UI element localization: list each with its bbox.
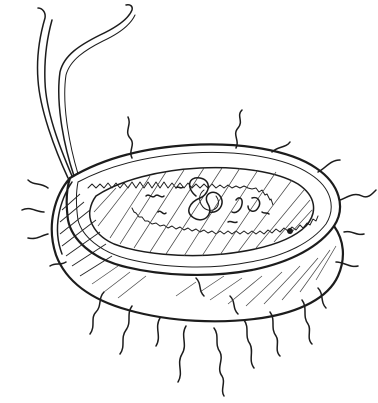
shell-hatching — [60, 194, 336, 306]
dark-granule — [287, 228, 293, 234]
ribosomes — [146, 187, 293, 234]
flagella — [37, 5, 135, 178]
cytoplasm — [90, 168, 314, 256]
